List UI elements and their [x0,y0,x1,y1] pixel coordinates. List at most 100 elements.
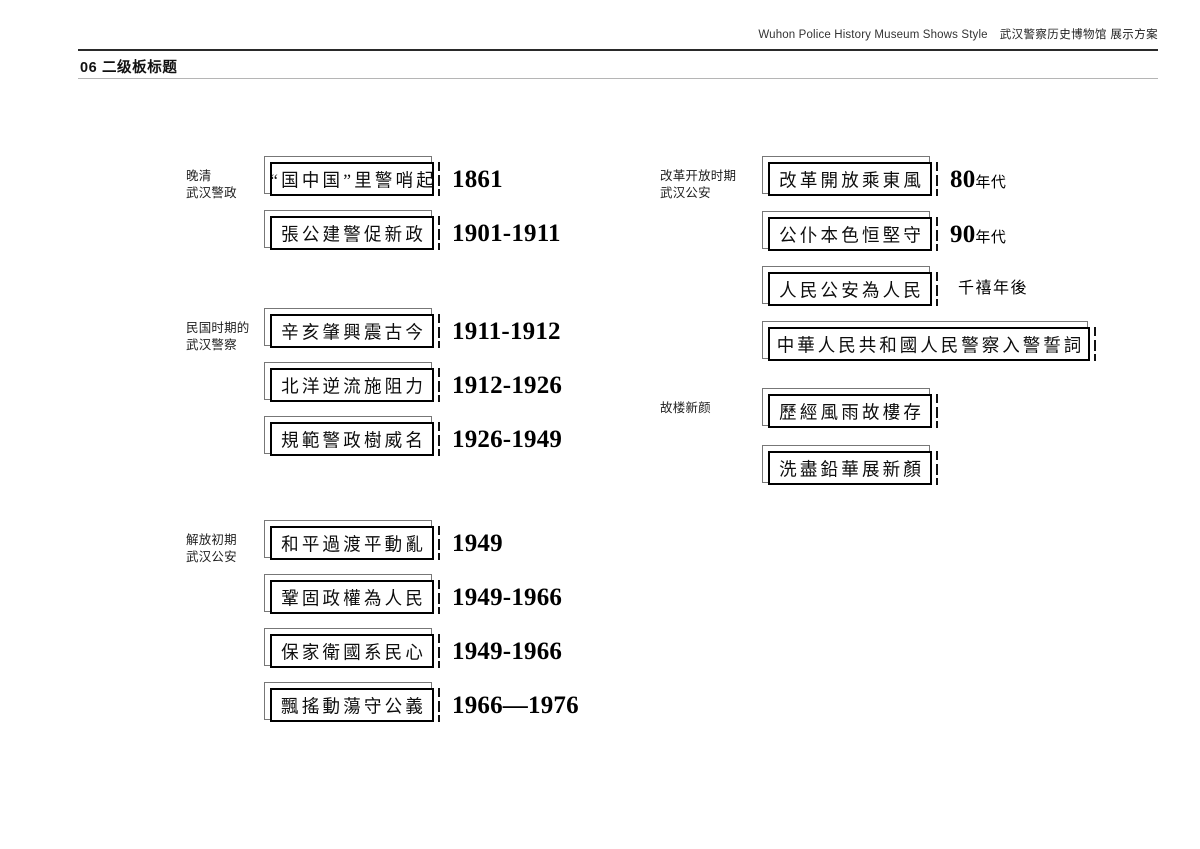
group-label-reform-opening: 改革开放时期武汉公安 [660,169,737,200]
exhibit-plaque[interactable]: 鞏固政權為人民 [264,574,440,614]
plaque-row: 人民公安為人民 千禧年後 [762,266,1028,306]
plaque-row: 飄搖動蕩守公義 1966—1976 [264,682,579,722]
plaque-title: 辛亥肇興震古今 [281,321,427,342]
plaque-title: 飄搖動蕩守公義 [281,695,427,716]
plaque-date-value: 1912-1926 [452,371,563,399]
plaque-date-value: 1901-1911 [452,219,561,247]
plaque-title: 規範警政樹威名 [281,429,427,450]
exhibit-plaque[interactable]: 規範警政樹威名 [264,416,440,456]
plaque-frame: 鞏固政權為人民 [270,580,434,614]
plaque-frame: 人民公安為人民 [768,272,932,306]
page-header: Wuhon Police History Museum Shows Style … [758,26,1158,42]
plaque-edge-tick [438,580,440,614]
plaque-date: 1911-1912 [452,319,561,344]
plaque-date-value: 1861 [452,165,503,193]
plaque-frame: 規範警政樹威名 [270,422,434,456]
plaque-title: 人民公安為人民 [779,279,925,300]
plaque-title: 和平過渡平動亂 [281,533,427,554]
plaque-date-era: 年代 [975,229,1007,246]
plaque-date-value: 1911-1912 [452,317,561,345]
plaque-row: 北洋逆流施阻力 1912-1926 [264,362,562,402]
plaque-date-value: 1949 [452,529,503,557]
plaque-frame: 飄搖動蕩守公義 [270,688,434,722]
plaque-row: 歷經風雨故樓存 [762,388,938,428]
plaque-edge-tick [438,634,440,668]
exhibit-plaque[interactable]: 洗盡鉛華展新顏 [762,445,938,485]
exhibit-plaque[interactable]: 改革開放乘東風 [762,156,938,196]
plaque-frame: 改革開放乘東風 [768,162,932,196]
plaque-row: 規範警政樹威名 1926-1949 [264,416,562,456]
exhibit-plaque[interactable]: 辛亥肇興震古今 [264,308,440,348]
plaque-row: 改革開放乘東風 80年代 [762,156,1006,196]
plaque-frame: 辛亥肇興震古今 [270,314,434,348]
exhibit-plaque[interactable]: 人民公安為人民 [762,266,938,306]
exhibit-plaque[interactable]: 保家衛國系民心 [264,628,440,668]
plaque-date-value: 千禧年後 [958,280,1029,297]
plaque-frame: 公仆本色恒堅守 [768,217,932,251]
plaque-date: 1912-1926 [452,373,562,398]
plaque-frame: 中華人民共和國人民警察入警誓詞 [768,327,1090,361]
plaque-edge-tick [438,368,440,402]
plaque-date: 80年代 [950,167,1006,192]
exhibit-plaque[interactable]: 和平過渡平動亂 [264,520,440,560]
plaque-title: 保家衛國系民心 [281,641,427,662]
plaque-frame: 歷經風雨故樓存 [768,394,932,428]
plaque-date-value: 1949-1966 [452,583,563,611]
plaque-title: 改革開放乘東風 [779,169,925,190]
plaque-date-value: 80 [950,165,976,193]
plaque-edge-tick [936,162,938,196]
exhibit-plaque[interactable]: 北洋逆流施阻力 [264,362,440,402]
plaque-row: 張公建警促新政 1901-1911 [264,210,561,250]
plaque-date-value: 1949-1966 [452,637,563,665]
plaque-title: “国中国”里警哨起 [270,169,434,190]
plaque-date: 1949 [452,531,503,556]
plaque-date-value: 90 [950,220,976,248]
plaque-row: 保家衛國系民心 1949-1966 [264,628,563,668]
plaque-row: 公仆本色恒堅守 90年代 [762,211,1006,251]
plaque-edge-tick [936,217,938,251]
exhibit-plaque[interactable]: 歷經風雨故樓存 [762,388,938,428]
plaque-edge-tick [936,451,938,485]
plaque-edge-tick [936,394,938,428]
plaque-edge-tick [438,216,440,250]
plaque-frame: “国中国”里警哨起 [270,162,434,196]
plaque-title: 北洋逆流施阻力 [281,375,427,396]
exhibit-plaque[interactable]: 中華人民共和國人民警察入警誓詞 [762,321,1096,361]
plaque-frame: 北洋逆流施阻力 [270,368,434,402]
exhibit-plaque[interactable]: 飄搖動蕩守公義 [264,682,440,722]
exhibit-plaque[interactable]: 張公建警促新政 [264,210,440,250]
plaque-row: 洗盡鉛華展新顏 [762,445,938,485]
plaque-title: 洗盡鉛華展新顏 [779,458,925,479]
plaque-title: 公仆本色恒堅守 [779,224,925,245]
group-label-late-qing: 晚清武汉警政 [186,169,237,200]
plaque-row: 鞏固政權為人民 1949-1966 [264,574,562,614]
group-label-early-liberation: 解放初期武汉公安 [186,533,237,564]
header-english-title: Wuhon Police History Museum Shows Style [758,29,988,41]
plaque-edge-tick [1094,327,1096,361]
plaque-date-value: 1966—1976 [452,691,579,719]
plaque-row: 中華人民共和國人民警察入警誓詞 [762,321,1096,361]
plaque-date: 1949-1966 [452,585,562,610]
plaque-frame: 保家衛國系民心 [270,634,434,668]
plaque-date-era: 年代 [975,174,1007,191]
plaque-row: “国中国”里警哨起 1861 [264,156,503,196]
plaque-date: 1966—1976 [452,693,579,718]
plaque-edge-tick [438,526,440,560]
plaque-date: 1861 [452,167,503,192]
exhibit-plaque[interactable]: 公仆本色恒堅守 [762,211,938,251]
header-divider-top [78,49,1158,51]
plaque-date: 1926-1949 [452,427,562,452]
group-label-old-building-new-look: 故楼新颜 [660,401,711,415]
plaque-title: 鞏固政權為人民 [281,587,427,608]
exhibit-plaque[interactable]: “国中国”里警哨起 [264,156,440,196]
plaque-frame: 洗盡鉛華展新顏 [768,451,932,485]
plaque-title: 張公建警促新政 [281,223,427,244]
plaque-row: 辛亥肇興震古今 1911-1912 [264,308,561,348]
plaque-date: 90年代 [950,222,1006,247]
plaque-frame: 和平過渡平動亂 [270,526,434,560]
plaque-edge-tick [936,272,938,306]
plaque-date: 千禧年後 [958,281,1028,297]
page-title: 06 二级板标题 [80,60,178,76]
plaque-date: 1901-1911 [452,221,561,246]
plaque-edge-tick [438,162,440,196]
